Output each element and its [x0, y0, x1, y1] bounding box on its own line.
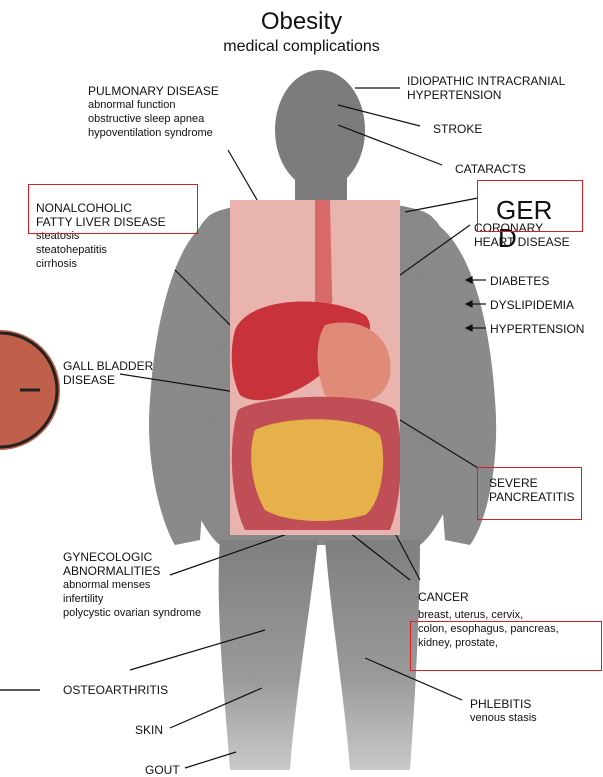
liver-detail-3: cirrhosis [36, 257, 166, 271]
iih-line-1: IDIOPATHIC INTRACRANIAL [407, 74, 565, 88]
highlight-box-pancreatitis [477, 467, 582, 520]
gall-heading-2: DISEASE [63, 373, 153, 387]
cancer-detail-1: breast, uterus, cervix, [418, 608, 559, 622]
pulmonary-detail-3: hypoventilation syndrome [88, 126, 219, 140]
pulmonary-heading: PULMONARY DISEASE [88, 84, 219, 98]
label-skin: SKIN [135, 723, 163, 737]
highlight-box-cancer [410, 621, 602, 671]
label-iih: IDIOPATHIC INTRACRANIAL HYPERTENSION [407, 74, 565, 102]
small-intestine-shape [251, 419, 383, 521]
label-dyslipidemia: DYSLIPIDEMIA [490, 298, 574, 312]
esophagus-shape [315, 200, 332, 318]
label-phlebitis: PHLEBITIS venous stasis [470, 697, 537, 725]
gyn-heading-2: ABNORMALITIES [63, 564, 201, 578]
label-gall-bladder: GALL BLADDER DISEASE [63, 359, 153, 387]
label-cataracts: CATARACTS [455, 162, 526, 176]
label-diabetes: DIABETES [490, 274, 549, 288]
pulmonary-detail-2: obstructive sleep apnea [88, 112, 219, 126]
right-leg-shape [325, 540, 420, 770]
label-pulmonary-disease: PULMONARY DISEASE abnormal function obst… [88, 84, 219, 140]
gyn-heading-1: GYNECOLOGIC [63, 550, 201, 564]
pulmonary-detail-1: abnormal function [88, 98, 219, 112]
gyn-detail-3: polycystic ovarian syndrome [63, 606, 201, 620]
phlebitis-detail: venous stasis [470, 711, 537, 725]
label-stroke: STROKE [433, 122, 482, 136]
label-gout: GOUT [145, 763, 180, 777]
digestive-organs-image [230, 200, 400, 535]
stomach-shape [318, 322, 391, 403]
label-osteoarthritis: OSTEOARTHRITIS [63, 683, 168, 697]
label-gynecologic: GYNECOLOGIC ABNORMALITIES abnormal mense… [63, 550, 201, 620]
page-title: Obesity [0, 8, 603, 36]
highlight-box-liver [28, 184, 198, 234]
gyn-detail-1: abnormal menses [63, 578, 201, 592]
page-subtitle: medical complications [0, 38, 603, 56]
phlebitis-heading: PHLEBITIS [470, 697, 537, 711]
gall-heading-1: GALL BLADDER [63, 359, 153, 373]
label-hypertension: HYPERTENSION [490, 322, 584, 336]
digestive-organs-drawing [230, 200, 400, 535]
iih-line-2: HYPERTENSION [407, 88, 565, 102]
highlight-box-gerd [477, 180, 583, 232]
liver-detail-2: steatohepatitis [36, 243, 166, 257]
left-leg-shape [219, 540, 318, 770]
gyn-detail-2: infertility [63, 592, 201, 606]
cancer-heading: CANCER [418, 590, 559, 604]
